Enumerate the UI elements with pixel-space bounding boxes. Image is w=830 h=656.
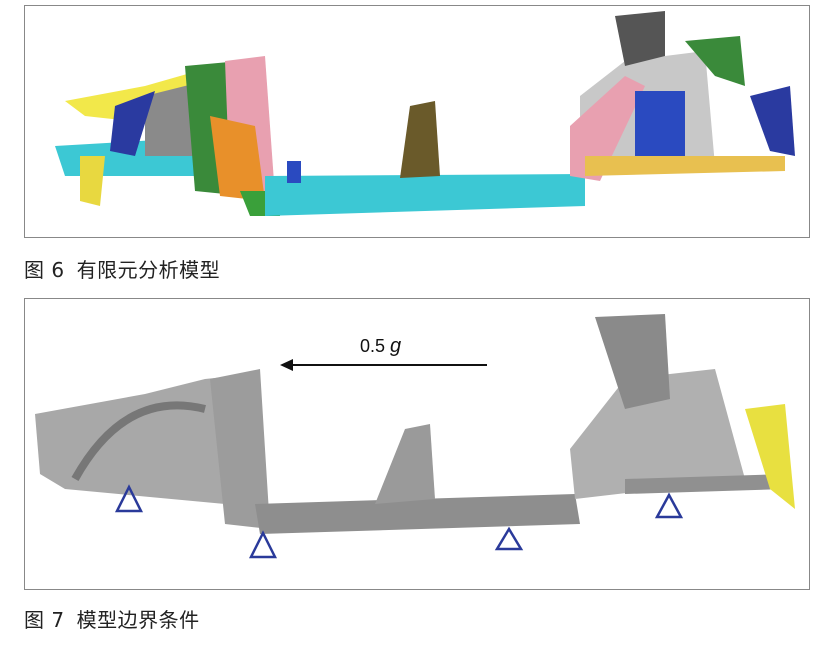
constraint-triangle-icon: [114, 484, 144, 513]
dash-lower: [210, 116, 265, 201]
rear-floor: [585, 156, 785, 176]
figure-6-caption: 图 6 有限元分析模型: [24, 254, 220, 283]
load-label: 0.5 g: [360, 335, 401, 358]
load-unit: g: [390, 335, 402, 357]
fe-model-image: [55, 11, 795, 216]
b-pillar: [375, 424, 435, 504]
rear-rail-inner: [635, 91, 685, 161]
constraint-triangle-icon: [654, 492, 684, 519]
constraint-triangle-icon: [248, 530, 278, 559]
figure-7-caption: 图 7 模型边界条件: [24, 604, 200, 633]
rocker: [265, 174, 585, 216]
rear-bracket: [750, 86, 795, 156]
load-value: 0.5: [360, 336, 386, 356]
rear-rail: [625, 474, 785, 494]
rear-pillar-upper: [615, 11, 665, 66]
caption-text: 模型边界条件: [76, 608, 200, 632]
caption-number: 图 7: [24, 608, 65, 632]
rear-wheelhouse: [570, 369, 745, 499]
figure-6-fe-model: [24, 5, 810, 238]
constraint-triangle-icon: [494, 526, 524, 551]
crash-box: [80, 156, 105, 206]
a-pillar: [210, 369, 270, 529]
apron: [110, 91, 155, 156]
rear-pillar: [595, 314, 670, 409]
boundary-model-image: [35, 314, 795, 559]
figure-7-boundary-conditions: 0.5 g: [24, 298, 810, 590]
caption-text: 有限元分析模型: [76, 258, 221, 282]
rocker: [255, 494, 580, 534]
front-wheel-arch: [71, 401, 206, 481]
bracket: [287, 161, 301, 183]
rear-upper-green: [685, 36, 745, 86]
b-pillar: [400, 101, 440, 178]
caption-number: 图 6: [24, 258, 65, 282]
rear-bracket-yellow: [745, 404, 795, 509]
c-pillar: [570, 76, 645, 181]
load-arrow-head: [280, 359, 293, 371]
